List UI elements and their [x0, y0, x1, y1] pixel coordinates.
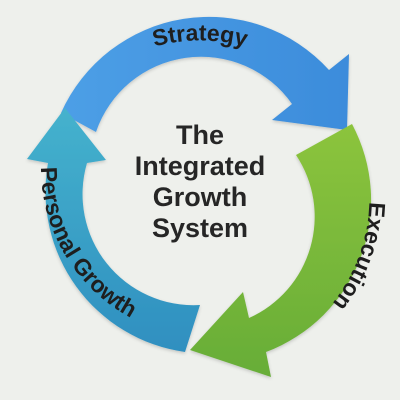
personal-growth-arrow — [27, 108, 200, 352]
title-line: Integrated — [134, 151, 266, 181]
strategy-arrow — [61, 16, 349, 132]
execution-arrow — [190, 124, 372, 377]
title-line: Growth — [152, 182, 248, 212]
diagram-title: The Integrated Growth System — [100, 120, 300, 244]
title-line: System — [151, 213, 249, 243]
title-line: The — [175, 120, 224, 150]
